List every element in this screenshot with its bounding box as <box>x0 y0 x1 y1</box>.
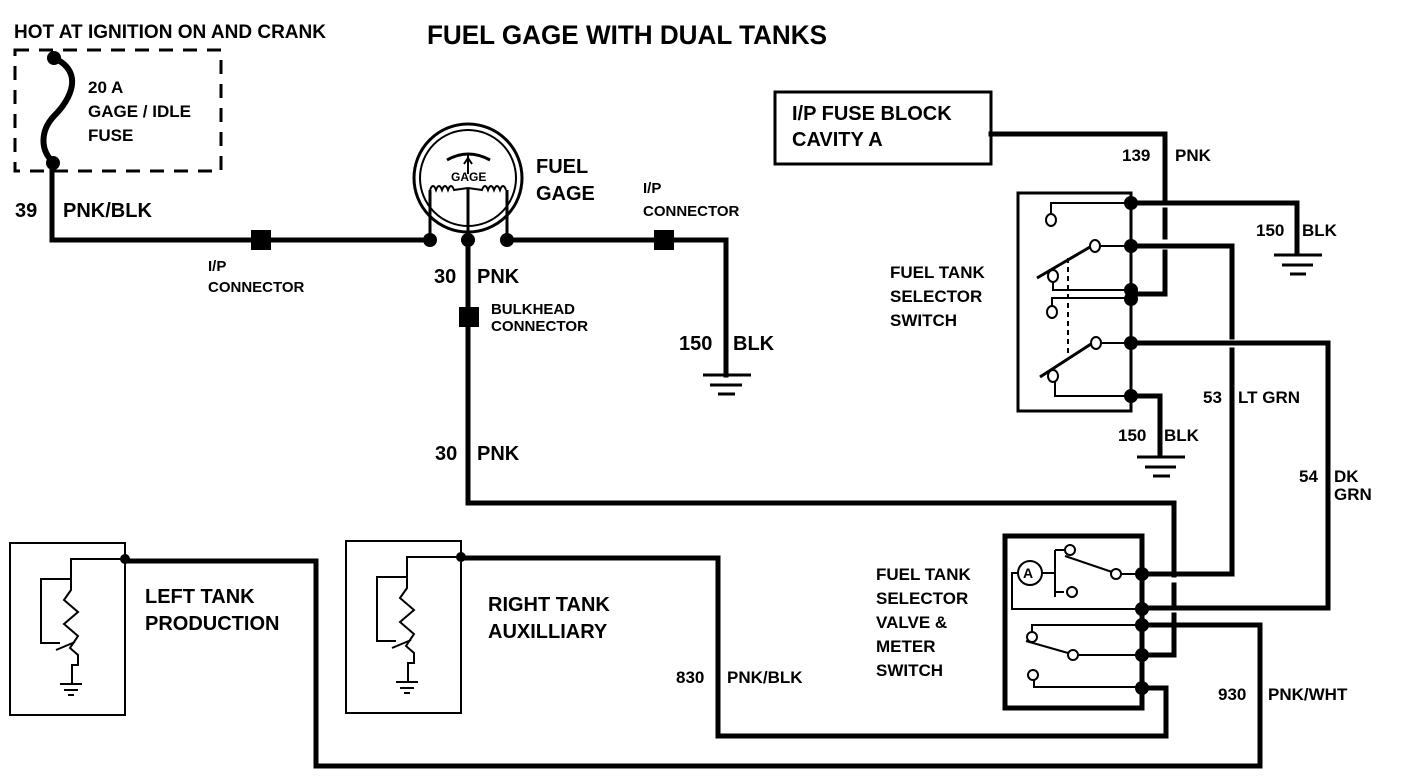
ground-icon <box>703 373 751 396</box>
ip-connector-right-label-2: CONNECTOR <box>643 203 740 220</box>
wire-circuit-number: 139 <box>1122 146 1150 165</box>
tank-sender-rheostat-icon <box>40 554 130 696</box>
wire-color-label: PNK <box>477 443 520 465</box>
wire-39-pnk-blk <box>49 160 433 243</box>
selector-switch-contacts-icon <box>1036 196 1138 403</box>
right-tank-sender <box>345 540 462 714</box>
wire-circuit-number: 150 <box>1256 221 1284 240</box>
wire-color-label: PNK/WHT <box>1268 685 1348 704</box>
wire-930-pnk-wht <box>122 558 1263 769</box>
wire-53-lt-grn <box>1128 243 1235 577</box>
fuel-gage-icon <box>412 122 524 247</box>
ground-icon <box>1274 253 1322 276</box>
wire-circuit-number: 30 <box>435 443 457 465</box>
fuse-block-label-2: CAVITY A <box>792 129 883 151</box>
right-tank-label: RIGHT TANK <box>488 594 610 616</box>
power-source-label: HOT AT IGNITION ON AND CRANK <box>14 22 326 43</box>
wire-54-dk-grn <box>1128 340 1331 611</box>
diagram-title: FUEL GAGE WITH DUAL TANKS <box>427 20 827 50</box>
selector-switch-label-2: SELECTOR <box>890 287 982 306</box>
ip-connector-right-icon <box>654 230 674 250</box>
ip-connector-right-label: I/P <box>643 180 661 197</box>
left-tank-label: LEFT TANK <box>145 586 255 608</box>
fuse-name: GAGE / IDLE <box>88 102 191 121</box>
wire-150-blk-gage <box>504 237 729 378</box>
wire-30-pnk <box>465 237 1177 578</box>
wire-circuit-number: 39 <box>15 200 37 222</box>
wire-150-blk-switch-top <box>1128 200 1300 257</box>
ip-connector-left-icon <box>251 230 271 250</box>
bulkhead-connector-icon <box>459 307 479 327</box>
fuse-type: FUSE <box>88 126 133 145</box>
wire-circuit-number: 150 <box>1118 426 1146 445</box>
wire-color-label: BLK <box>1164 426 1200 445</box>
wire-color-label: PNK <box>477 266 520 288</box>
selector-valve-label: FUEL TANK <box>876 565 971 584</box>
right-tank-label-2: AUXILLIARY <box>488 621 608 643</box>
wire-150-blk-switch-bottom <box>1128 393 1163 459</box>
left-tank-label-2: PRODUCTION <box>145 613 279 635</box>
selector-valve-label-3: VALVE & <box>876 613 947 632</box>
wire-circuit-number: 54 <box>1299 467 1318 486</box>
motor-symbol-label: A <box>1023 565 1033 581</box>
wire-color-label: PNK/BLK <box>63 200 152 222</box>
selector-switch-label-3: SWITCH <box>890 311 957 330</box>
wire-color-label: PNK <box>1175 146 1212 165</box>
selector-valve-label-2: SELECTOR <box>876 589 968 608</box>
fuel-tank-selector-switch <box>1016 191 1133 413</box>
fuel-gage-label: FUEL <box>536 156 588 178</box>
ground-icon <box>1137 455 1185 478</box>
wire-139-pnk <box>988 131 1168 297</box>
bulkhead-connector-label: BULKHEAD <box>491 301 575 318</box>
wire-circuit-number: 30 <box>434 266 456 288</box>
selector-valve-label-5: SWITCH <box>876 661 943 680</box>
wire-circuit-number: 53 <box>1203 388 1222 407</box>
selector-valve-contacts-icon <box>1011 544 1149 695</box>
gage-face-label: GAGE <box>451 170 486 184</box>
wire-color-label: LT GRN <box>1238 388 1300 407</box>
left-tank-sender <box>9 542 126 716</box>
selector-switch-label: FUEL TANK <box>890 263 985 282</box>
fuse-rating: 20 A <box>88 78 123 97</box>
fuel-gage-label-2: GAGE <box>536 183 595 205</box>
ip-fuse-block <box>773 90 993 166</box>
ip-connector-left-label-2: CONNECTOR <box>208 279 305 296</box>
wire-color-label: DK <box>1334 467 1359 486</box>
wire-color-label: BLK <box>733 333 775 355</box>
tank-sender-rheostat-icon <box>376 552 466 694</box>
fuse-block-label: I/P FUSE BLOCK <box>792 103 952 125</box>
selector-valve-label-4: METER <box>876 637 936 656</box>
wire-circuit-number: 930 <box>1218 685 1246 704</box>
fuse-icon <box>40 51 76 170</box>
wire-color-label-2: GRN <box>1334 485 1372 504</box>
wire-circuit-number: 150 <box>679 333 712 355</box>
bulkhead-connector-label-2: CONNECTOR <box>491 318 588 335</box>
wire-circuit-number: 830 <box>676 668 704 687</box>
wire-color-label: BLK <box>1302 221 1338 240</box>
ip-connector-left-label: I/P <box>208 258 226 275</box>
wire-30-pnk-valve <box>1139 582 1177 658</box>
fuse-housing <box>13 48 223 173</box>
wire-830-pnk-blk <box>458 555 1169 739</box>
wire-color-label: PNK/BLK <box>727 668 803 687</box>
